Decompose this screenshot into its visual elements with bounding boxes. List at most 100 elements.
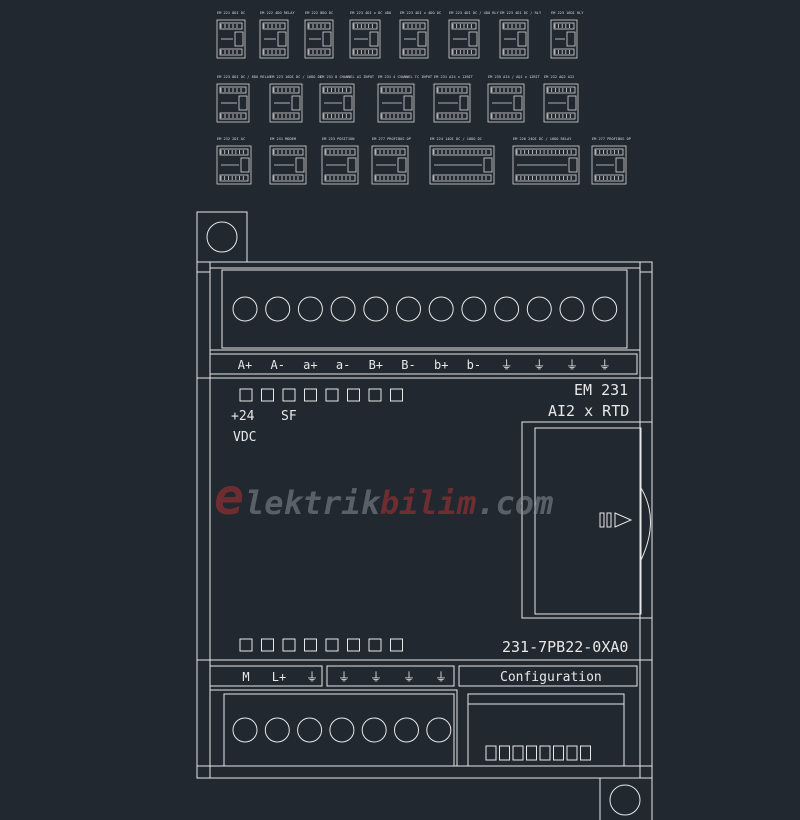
module-thumbnail: EM 223 4DI DC / RLY xyxy=(499,11,542,59)
module-thumbnail: EM 222 8DO DC xyxy=(304,11,334,59)
terminal-label: a+ xyxy=(303,358,317,372)
module-thumbnail: EM 221 8DI DC xyxy=(216,11,246,59)
terminal-screw xyxy=(232,296,258,322)
door-arrow-icon xyxy=(599,512,633,528)
terminal-label: ⏚ xyxy=(403,670,415,684)
thumbnail-label: EM 241 MODEM xyxy=(270,137,297,141)
module-thumbnail: EM 232 AQ2 AI2 xyxy=(543,75,579,123)
terminal-label: A- xyxy=(270,358,284,372)
watermark-part3: .com xyxy=(476,484,553,522)
top-label-strip xyxy=(209,353,638,375)
status-led xyxy=(325,388,339,402)
dip-switch xyxy=(539,745,551,761)
module-thumbnail: EM 223 8DI DC / 8DO RELAY xyxy=(216,75,272,123)
cover-door-hinge-curve xyxy=(640,487,651,561)
status-led xyxy=(239,638,253,652)
status-led xyxy=(390,388,403,402)
thumbnail-label: EM 226 24DI DC / 16DO RELAY xyxy=(513,137,572,141)
thumbnail-label: EM 223 16DI DC / 16DO DC xyxy=(270,75,322,79)
mounting-tab-bottom xyxy=(599,777,653,820)
terminal-label: ⏚ xyxy=(599,358,611,372)
terminal-label: M xyxy=(242,670,249,684)
terminal-screw xyxy=(330,296,356,322)
thumbnail-label: EM 223 4DI x DC 4DO xyxy=(350,11,391,15)
thumbnail-label: EM 224 14DI DC / 10DO DC xyxy=(430,137,482,141)
terminal-label: b- xyxy=(467,358,481,372)
terminal-screw xyxy=(232,717,258,743)
status-led xyxy=(304,388,317,402)
dip-switch xyxy=(512,745,524,761)
dip-switch xyxy=(553,745,564,761)
module-thumbnail: EM 223 16DI RLY xyxy=(550,11,584,59)
terminal-label: ⏚ xyxy=(338,670,350,684)
mounting-tab-top xyxy=(196,211,248,263)
terminal-screw xyxy=(461,296,487,322)
terminal-screw xyxy=(265,296,291,322)
terminal-screw xyxy=(329,717,355,743)
dip-switch xyxy=(499,745,510,761)
bottom-terminal-block xyxy=(223,693,455,767)
module-thumbnail: EM 223 16DI DC / 16DO DC xyxy=(269,75,322,123)
thumbnail-label: EM 277 PROFIBUS DP xyxy=(372,137,411,141)
thumbnail-label: EM 223 16DI RLY xyxy=(551,11,584,15)
terminal-label: ⏚ xyxy=(306,670,318,684)
terminal-label: ⏚ xyxy=(435,670,447,684)
terminal-screw xyxy=(363,296,389,322)
status-led xyxy=(368,388,382,402)
terminal-label: L+ xyxy=(272,670,286,684)
config-dip-switches xyxy=(485,745,591,761)
terminal-screw xyxy=(394,717,419,743)
module-inner-outline xyxy=(209,261,641,779)
module-thumbnail: EM 277 PROFIBUS DP xyxy=(591,137,631,185)
terminal-label: a- xyxy=(336,358,350,372)
thumbnail-label: EM 223 8DI DC / 8DO RELAY xyxy=(217,75,272,79)
thumbnail-label: EM 222 4DO RELAY xyxy=(260,11,295,15)
status-led xyxy=(325,638,339,652)
terminal-screw xyxy=(428,296,454,322)
sf-label: SF xyxy=(281,409,297,424)
module-thumbnail: EM 277 PROFIBUS DP xyxy=(371,137,411,185)
terminal-label: A+ xyxy=(238,358,252,372)
top-terminal-block xyxy=(221,269,628,349)
module-title: EM 231 xyxy=(574,381,628,399)
module-thumbnail: EM 235 AI4 / AQ1 x 12BIT xyxy=(487,75,541,123)
status-led xyxy=(282,638,296,652)
status-led xyxy=(390,638,403,652)
bottom-label-strip-ground xyxy=(326,665,455,687)
watermark-part1: lektrik xyxy=(245,484,382,522)
module-thumbnail: EM 231 8 CHANNEL AI INPUT xyxy=(319,75,375,123)
terminal-label: ⏚ xyxy=(533,358,545,372)
watermark-logo: e lektrikbilim.com xyxy=(214,468,553,526)
status-led-row-bottom xyxy=(239,638,403,652)
terminal-screw xyxy=(396,296,421,322)
module-thumbnail: EM 223 4DI x DC 4DO xyxy=(349,11,391,59)
terminal-screw xyxy=(264,717,290,743)
thumbnail-label: EM 223 4DI DC / RLY xyxy=(500,11,542,15)
status-led-row-top xyxy=(239,388,403,402)
terminal-screw xyxy=(559,296,585,322)
thumbnail-label: EM 231 8 CHANNEL AI INPUT xyxy=(320,75,375,79)
module-thumbnail-grid: EM 221 8DI DC EM 222 4DO RELAY EM 222 8DO … xyxy=(216,11,631,185)
watermark-letter: e xyxy=(214,468,244,526)
thumbnail-label: EM 231 AI4 x 12BIT xyxy=(434,75,474,79)
thumbnail-label: EM 232 AQ2 AI2 xyxy=(544,75,574,79)
status-led xyxy=(368,638,382,652)
terminal-screw xyxy=(426,717,452,743)
dip-switch xyxy=(566,745,578,761)
terminal-label: B- xyxy=(401,358,415,372)
module-thumbnail: EM 222 4DO RELAY xyxy=(259,11,295,59)
thumbnail-label: EM 222 8DO DC xyxy=(305,11,333,15)
part-number: 231-7PB22-0XA0 xyxy=(502,638,628,656)
svg-text:lektrikbilim.com: lektrikbilim.com xyxy=(245,484,553,522)
mounting-hole-top xyxy=(206,221,238,253)
module-thumbnail: EM 223 4DI DC / 4DO RLY xyxy=(448,11,500,59)
thumbnail-label: EM 232 2DI AC xyxy=(217,137,245,141)
mounting-hole-bottom xyxy=(609,784,641,816)
terminal-screw xyxy=(361,717,387,743)
bottom-terminal-frame xyxy=(209,689,458,767)
configuration-label-box xyxy=(458,665,638,687)
supply-label-24: +24 xyxy=(231,409,255,424)
dip-switch xyxy=(485,745,497,761)
